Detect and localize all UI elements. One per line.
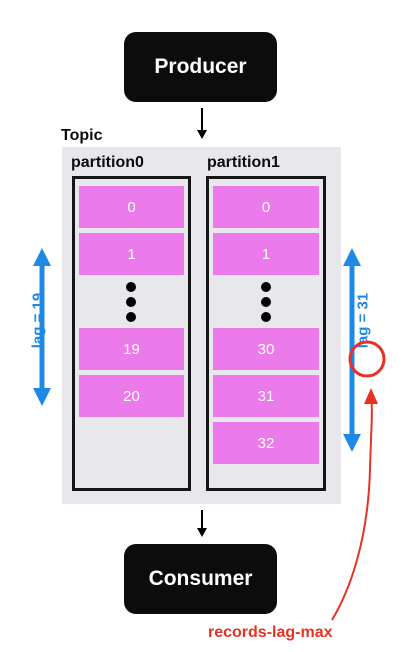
consumer-label: Consumer xyxy=(148,567,253,590)
producer-to-topic-arrow xyxy=(197,108,207,139)
partition0-offset-cell: 19 xyxy=(79,328,184,370)
partition1-offset-cell: 0 xyxy=(213,186,319,228)
offset-label: 0 xyxy=(261,198,271,216)
partition0-column xyxy=(72,176,191,491)
offset-label: 31 xyxy=(257,387,275,405)
lag-arrow-partition0 xyxy=(33,248,51,406)
offset-label: 0 xyxy=(127,198,136,216)
offset-label: 20 xyxy=(123,387,140,405)
producer-box: Producer xyxy=(124,32,277,102)
ellipsis-dot xyxy=(126,297,136,307)
records-lag-max-annotation: records-lag-max xyxy=(208,624,333,641)
producer-label: Producer xyxy=(154,55,247,78)
offset-label: 30 xyxy=(257,340,275,358)
offset-label: 1 xyxy=(127,245,136,263)
partition1-offset-cell: 32 xyxy=(213,422,319,464)
partition0-offset-cell: 20 xyxy=(79,375,184,417)
offset-label: 1 xyxy=(261,245,271,263)
annotation-arrow xyxy=(331,396,373,621)
partition1-column xyxy=(206,176,326,491)
ellipsis-dot xyxy=(261,297,271,307)
topic-label: Topic xyxy=(61,127,103,144)
annotation-arrow-head xyxy=(364,388,378,404)
partition1-offset-cell: 1 xyxy=(213,233,319,275)
partition0-offset-cell: 1 xyxy=(79,233,184,275)
partition0-label: partition0 xyxy=(71,154,144,171)
partition1-offset-cell: 30 xyxy=(213,328,319,370)
ellipsis-dot xyxy=(261,282,271,292)
partition0-offset-cell: 0 xyxy=(79,186,184,228)
topic-to-consumer-arrow xyxy=(197,510,207,537)
partition1-label: partition1 xyxy=(207,154,280,171)
highlight-circle xyxy=(348,340,386,378)
consumer-box: Consumer xyxy=(124,544,277,614)
ellipsis-dot xyxy=(261,312,271,322)
ellipsis-dot xyxy=(126,312,136,322)
offset-label: 32 xyxy=(257,434,275,452)
ellipsis-dot xyxy=(126,282,136,292)
partition1-offset-cell: 31 xyxy=(213,375,319,417)
offset-label: 19 xyxy=(123,340,140,358)
